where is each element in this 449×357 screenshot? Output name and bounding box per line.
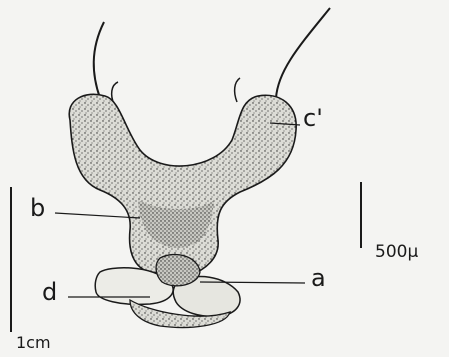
label-a: a (311, 266, 326, 290)
scale-label-1cm: 1cm (16, 335, 51, 351)
label-d: d (42, 280, 57, 304)
right-inner-duct (235, 78, 240, 102)
label-c-prime: c' (303, 106, 323, 130)
organ-body (69, 94, 296, 275)
left-duct (94, 22, 104, 98)
label-b: b (30, 196, 45, 220)
right-duct (276, 8, 330, 98)
scale-label-500u: 500µ (375, 244, 418, 261)
